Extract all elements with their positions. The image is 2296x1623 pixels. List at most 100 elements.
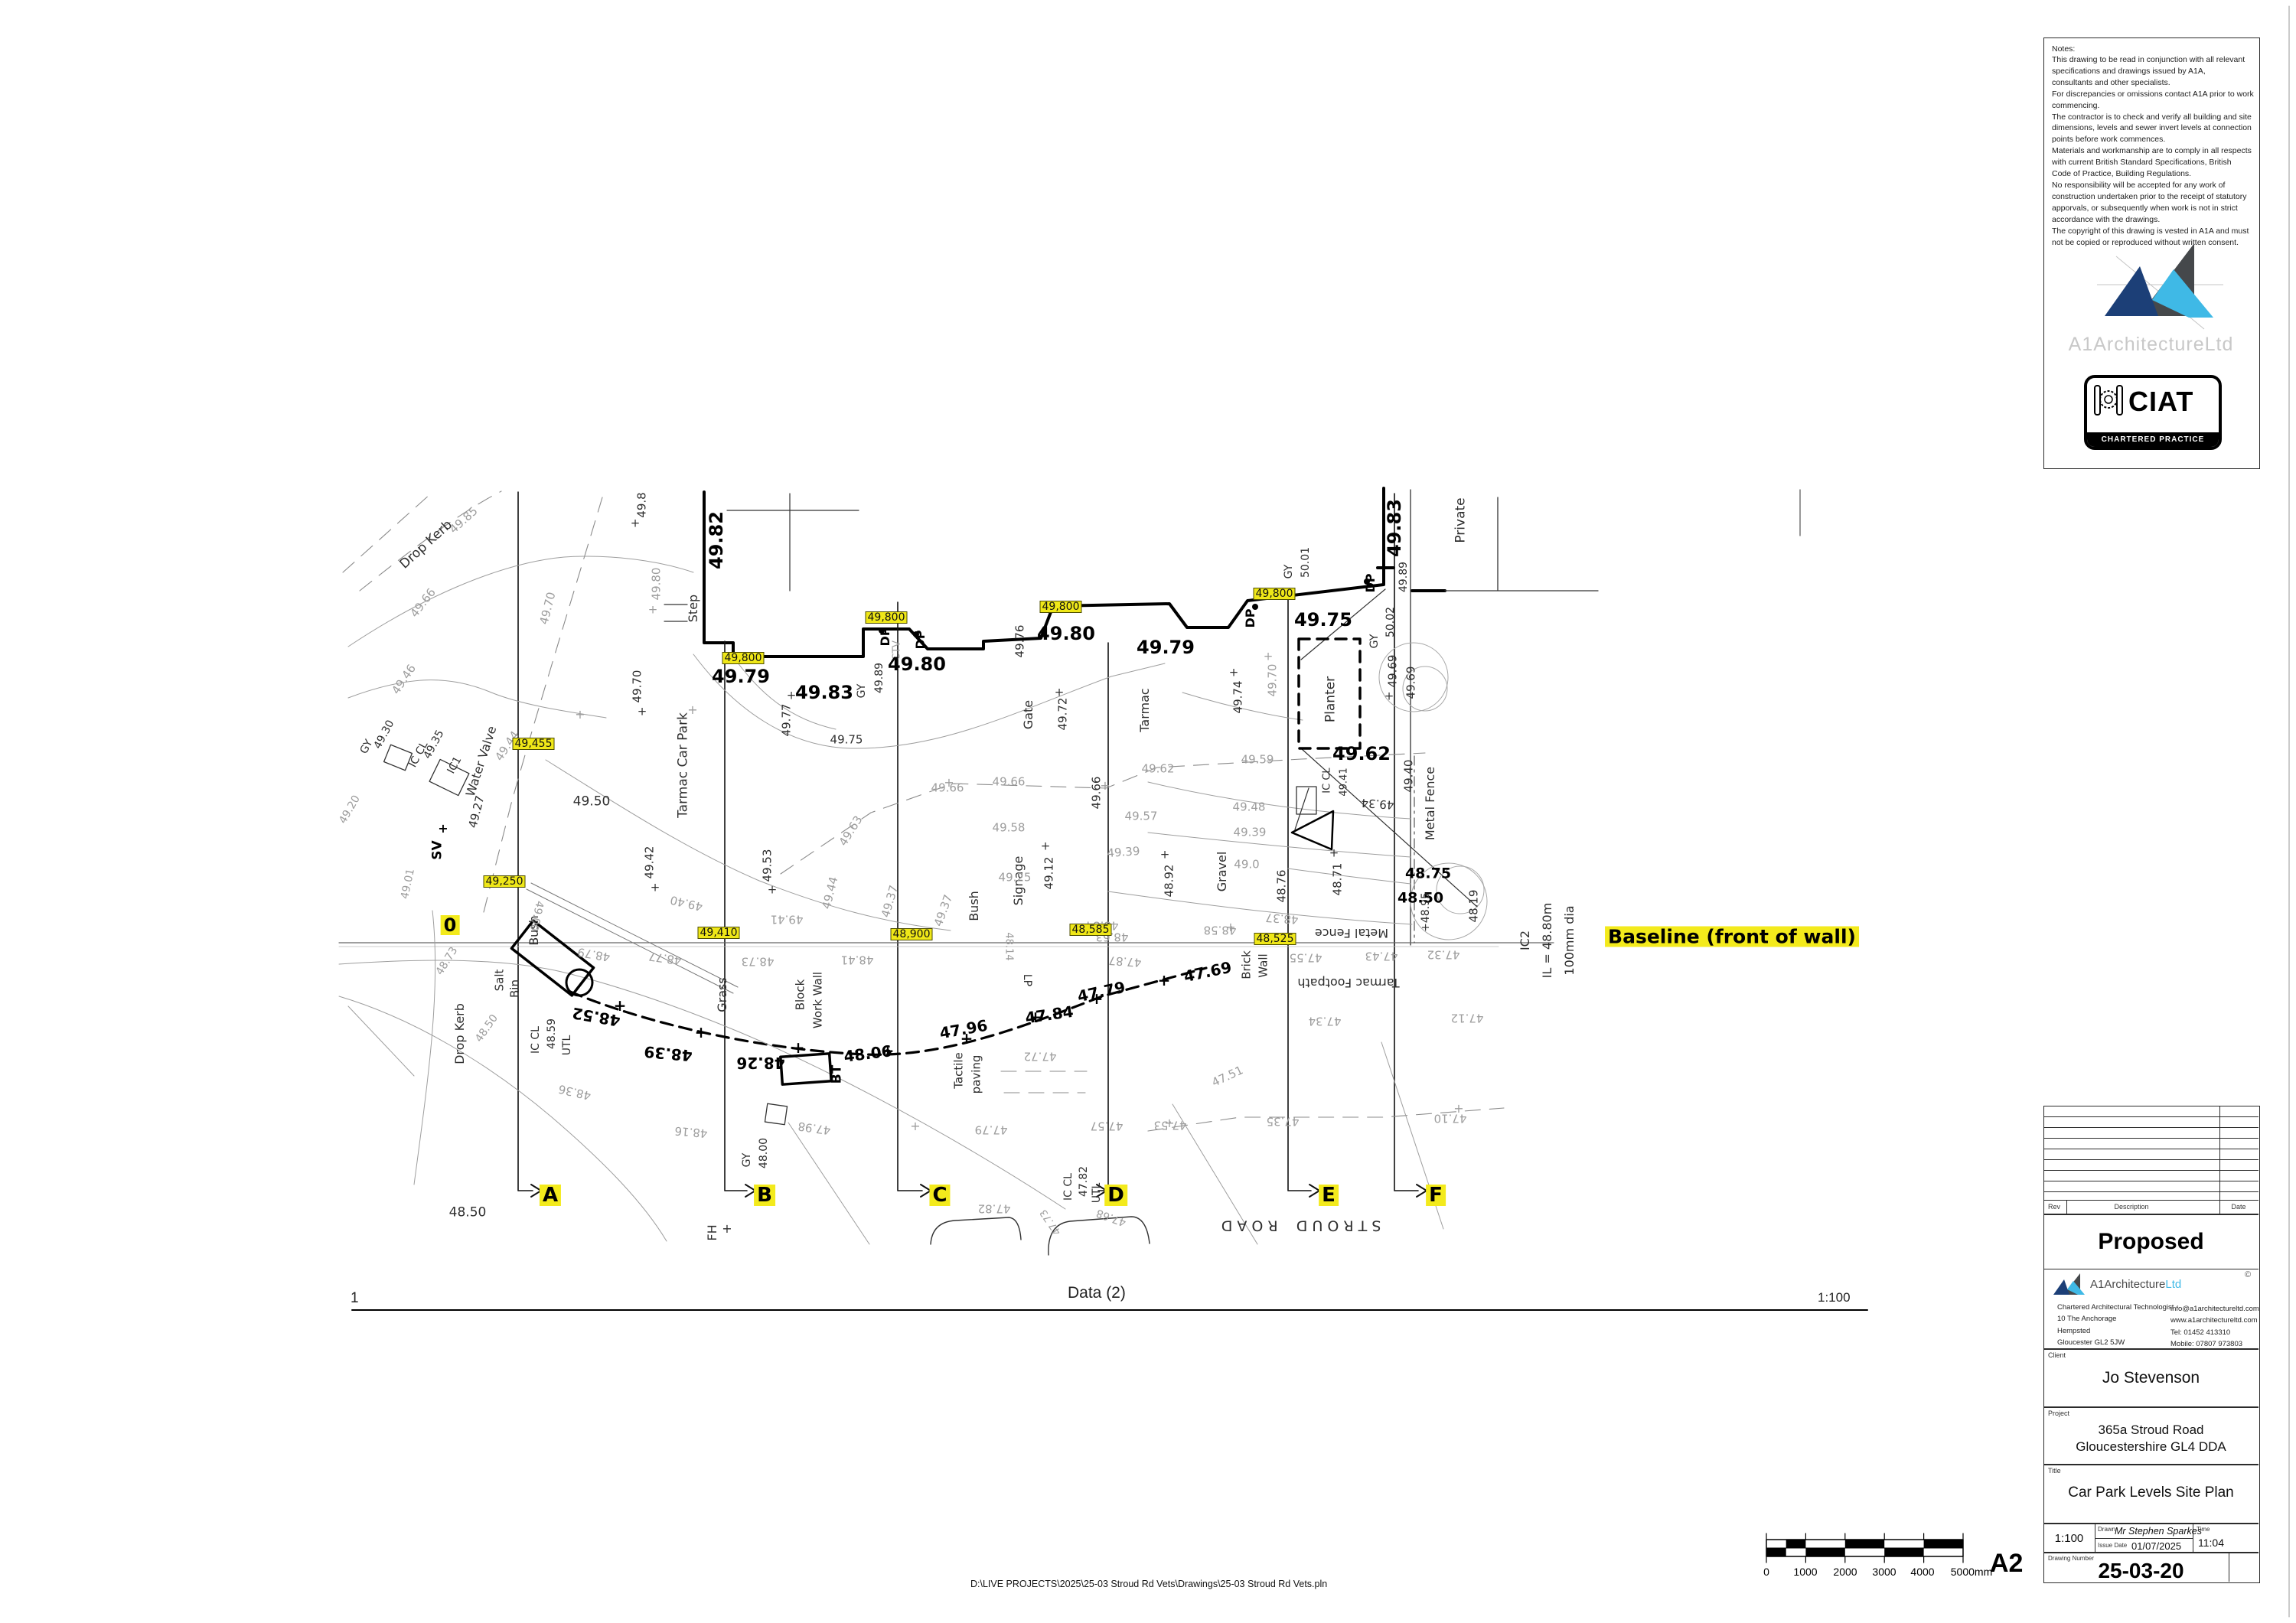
plan-label: + (647, 602, 658, 617)
plan-label: + (650, 880, 660, 895)
plan-label: Drop Kerb (452, 1003, 467, 1064)
plan-label: 49.48 (1232, 800, 1266, 814)
date-col-header: Date (2231, 1203, 2246, 1211)
plan-label: Metal Fence (1314, 926, 1389, 940)
plan-label: DP (1243, 608, 1257, 628)
plan-label: 49,800 (865, 611, 908, 624)
bt-box (779, 1052, 833, 1086)
salt-bin-end (565, 968, 594, 997)
plan-label: Tarmac Car Park (675, 712, 691, 818)
plan-label: 49,455 (512, 738, 555, 750)
ciat-badge: CIAT CHARTERED PRACTICE (2084, 375, 2222, 450)
gy-box (764, 1103, 788, 1126)
plan-label: 48.75 (1404, 865, 1452, 882)
plan-label: 49.69 (1385, 654, 1400, 688)
gy-box (383, 744, 413, 771)
plan-label: Metal Fence (1423, 766, 1437, 841)
plan-label: 47.87 (1107, 953, 1143, 970)
plan-label: Block (793, 979, 807, 1011)
plan-label: F (1426, 1185, 1446, 1206)
plan-label: paving (969, 1054, 983, 1094)
plan-label: 50.02 (1384, 606, 1397, 638)
plan-label: FH (705, 1224, 719, 1241)
plan-label: 49.76 (1013, 624, 1027, 658)
plan-label: 49.70 (630, 670, 644, 703)
plan-label: + (1164, 1116, 1175, 1130)
plan-label: 48,585 (1069, 924, 1112, 936)
description-col-header: Description (2114, 1203, 2149, 1211)
plan-label: + (687, 702, 698, 717)
plan-label: + (791, 1038, 805, 1057)
paper-size: A2 (1990, 1549, 2024, 1578)
plan-label: 49.75 (1294, 609, 1352, 631)
plan-label: 49.66 (931, 781, 964, 795)
plan-label: 49.39 (1233, 825, 1267, 839)
plan-label: + (786, 688, 797, 702)
notes-text: This drawing to be read in conjunction w… (2052, 55, 2254, 247)
plan-label: 47.55 (1289, 950, 1322, 965)
plan-label: 48.73 (741, 954, 775, 969)
plan-label: + (960, 1029, 974, 1048)
contour-lines (338, 556, 1444, 1245)
ic1-box (429, 758, 470, 797)
plan-label: 47.57 (1090, 1119, 1124, 1133)
plan-label: BT (829, 1064, 845, 1084)
arrow-symbol (1290, 810, 1335, 851)
plan-label: IC CL (1062, 1173, 1075, 1201)
plan-label: + (1040, 839, 1051, 853)
ciat-wordmark: CIAT (2128, 386, 2194, 417)
tree-canopies (1378, 642, 1488, 940)
scale-bar-label: 0 (1763, 1566, 1769, 1578)
plan-label: + (575, 707, 585, 722)
road-markings (930, 1216, 1150, 1256)
plan-label: + (1157, 971, 1171, 989)
viewport-title: Data (2) (1068, 1284, 1126, 1302)
plan-label: 49.53 (760, 849, 775, 882)
plan-label: S T R O U D R O A D (1221, 1217, 1381, 1234)
notes-title: Notes: (2052, 44, 2076, 54)
plan-label: 48.71 (1330, 862, 1345, 896)
plan-label: 48.59 (546, 1018, 558, 1050)
rev-col-header: Rev (2048, 1203, 2061, 1211)
plan-label: 49.34 (1360, 796, 1395, 812)
plan-label: + (1384, 689, 1394, 703)
plan-label: 47.34 (1308, 1014, 1342, 1028)
plan-label: 47.72 (1023, 1049, 1057, 1064)
plan-label: 49.82 (706, 511, 727, 569)
plan-label: + (1100, 778, 1110, 793)
scale-bar-graphic (1766, 1533, 1964, 1563)
scale-bar-label: 2000 (1833, 1566, 1857, 1578)
plan-label: + (1228, 665, 1239, 680)
drawing-number-label: Drawing Number (2048, 1555, 2095, 1562)
dp-points (879, 578, 1370, 637)
plan-label: 49,800 (722, 652, 765, 664)
plan-label: Salt (492, 969, 507, 992)
plan-label: 48.50 (448, 1204, 487, 1221)
plan-label: + (1054, 685, 1065, 699)
plan-label: 49,800 (1253, 588, 1296, 600)
plan-label: 49.50 (572, 794, 611, 810)
project-label: Project (2048, 1410, 2070, 1417)
plan-label: 48,900 (890, 928, 933, 940)
plan-label: Planter (1322, 676, 1339, 723)
plan-label: 47.98 (797, 1119, 832, 1138)
plan-label: 49.70 (1265, 663, 1280, 697)
plan-label: 48.76 (1274, 869, 1289, 903)
issue-date-label: Issue Date (2098, 1542, 2128, 1549)
plan-label: 48.19 (1466, 889, 1481, 923)
plan-label: E (1319, 1185, 1339, 1206)
plan-label: 47.12 (1450, 1011, 1484, 1025)
plan-label: 49,800 (1039, 601, 1082, 613)
title-block (2043, 1106, 2260, 1583)
firm-contact: info@a1architectureltd.com www.a1archite… (2170, 1305, 2259, 1349)
plan-label: 49.72 (1055, 697, 1070, 731)
plan-label: 49,410 (697, 927, 740, 939)
plan-label: 49,250 (483, 875, 526, 888)
scale-bar-label: 4000 (1910, 1566, 1935, 1578)
viewport-scale: 1:100 (1818, 1290, 1851, 1305)
plan-label: + (910, 1119, 921, 1133)
plan-label: 49.89 (873, 662, 885, 694)
plan-label: 47.82 (977, 1201, 1011, 1216)
plan-label: DP (913, 630, 928, 650)
copyright-mark: © (2245, 1270, 2252, 1279)
